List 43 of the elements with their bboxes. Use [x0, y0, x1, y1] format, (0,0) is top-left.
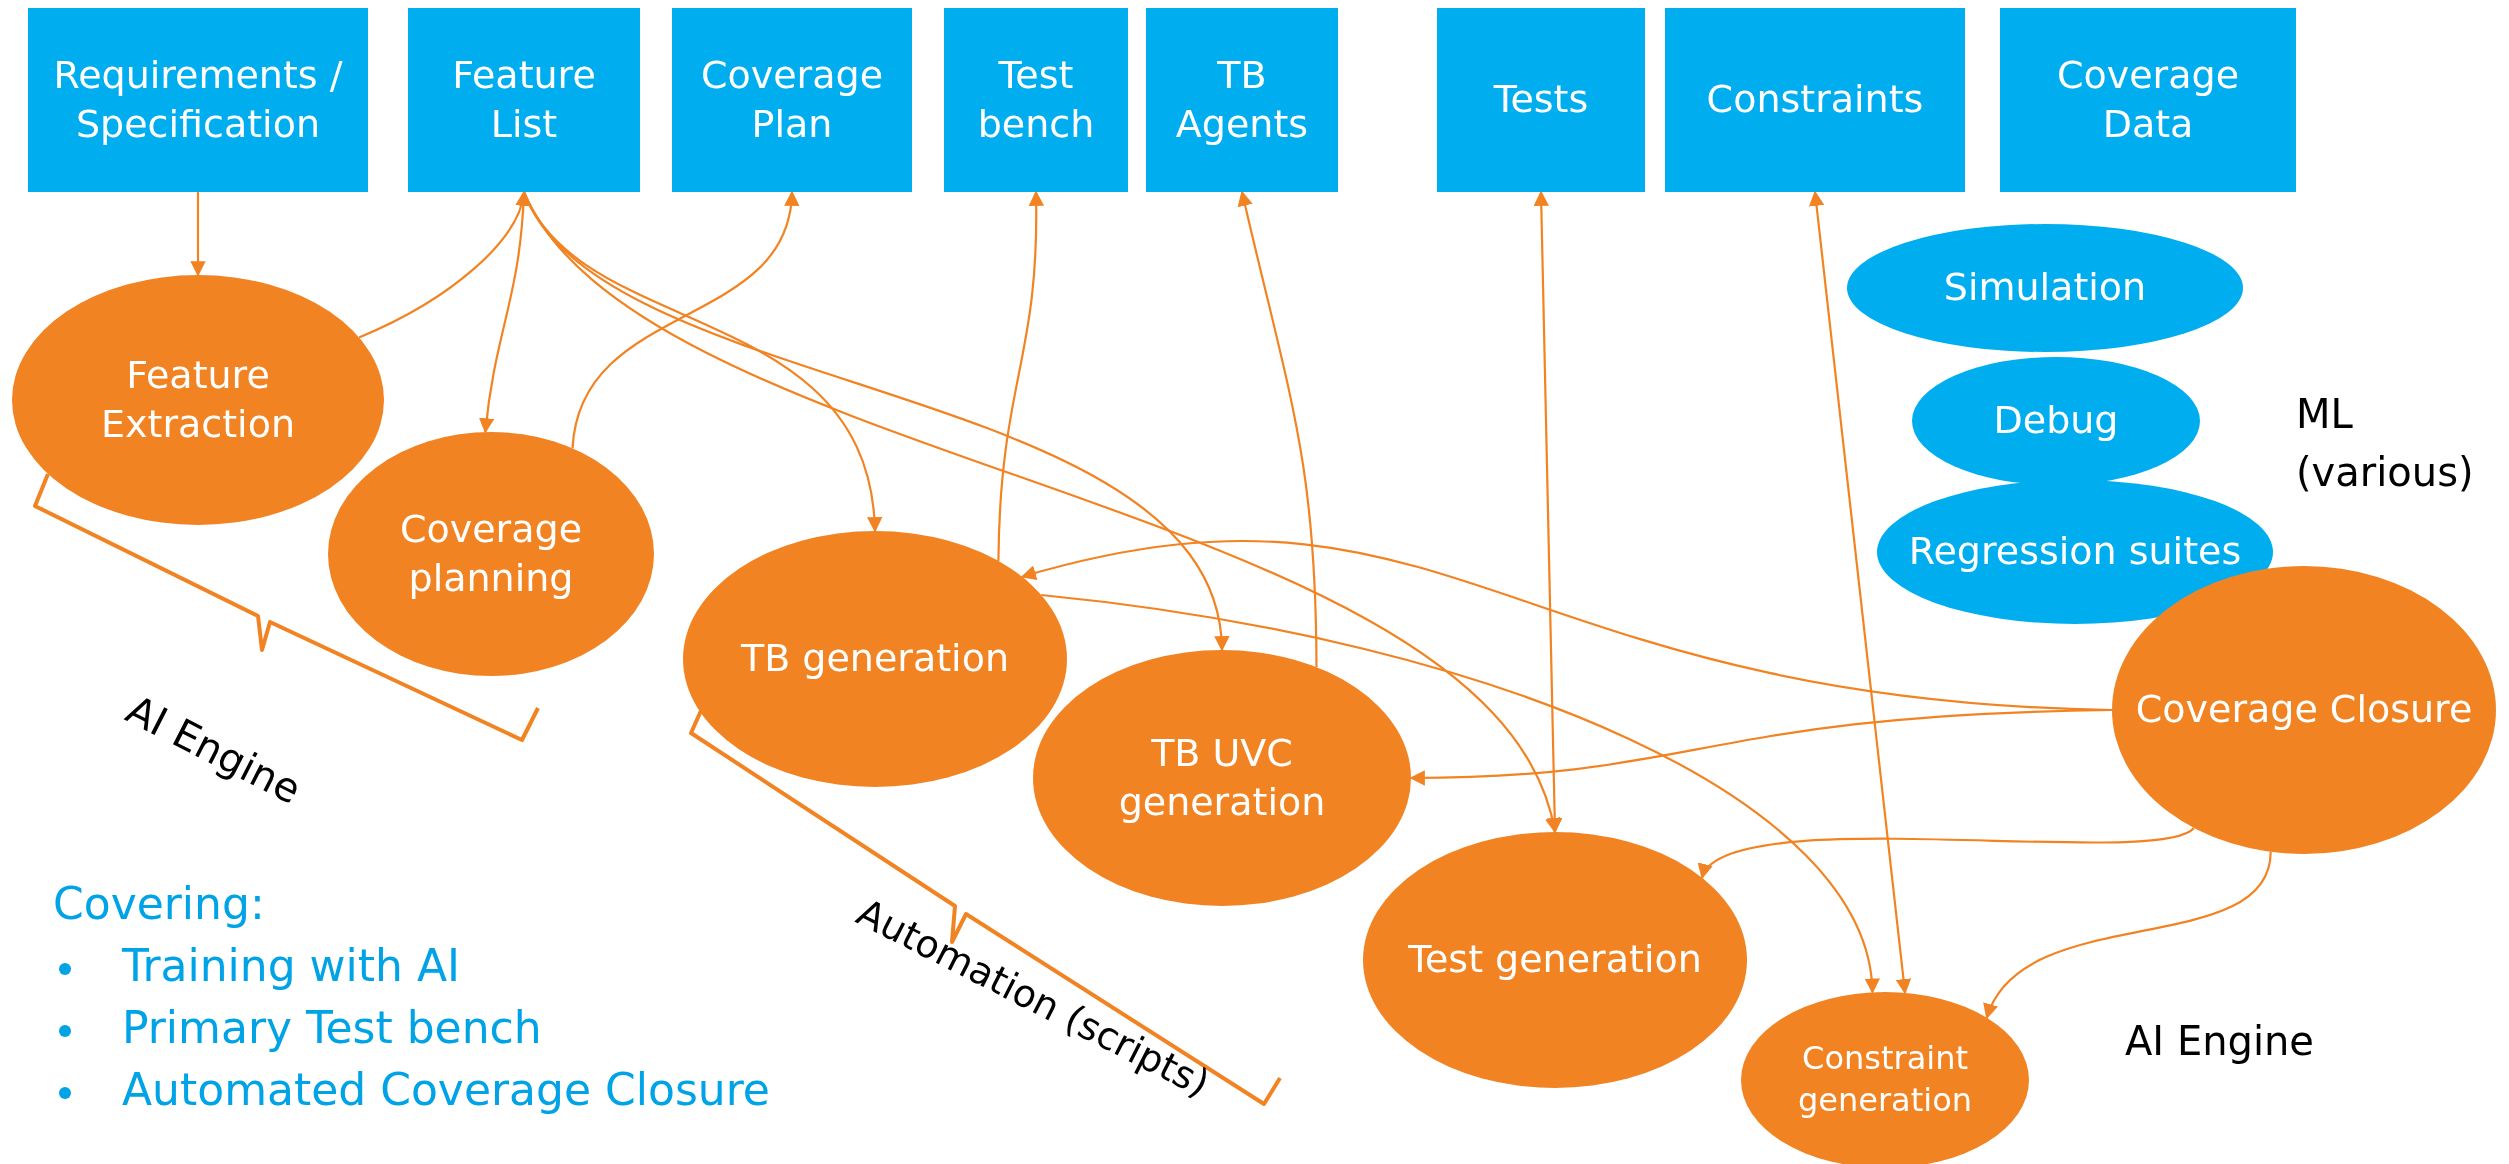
connector-arrow — [190, 192, 206, 277]
connector-arrow — [1808, 190, 1912, 995]
node-label: Coverage planning — [398, 505, 584, 602]
node-label: TB UVC generation — [1117, 729, 1327, 826]
connector-arrow — [1237, 190, 1318, 668]
node-label: Coverage Closure — [2135, 686, 2473, 734]
node-label: TB Agents — [1174, 51, 1310, 148]
node-label: Test generation — [1408, 936, 1702, 984]
list-item: Automated Coverage Closure — [122, 1064, 770, 1115]
connector-arrow — [358, 190, 529, 339]
node-label: Constraints — [1706, 76, 1924, 124]
node-label: Tests — [1493, 76, 1589, 124]
connector-arrow — [997, 190, 1044, 561]
connector-arrow — [571, 190, 798, 449]
artifact-box — [408, 8, 640, 192]
connector-arrow — [1985, 851, 2272, 1020]
group-label: ML (various) — [2296, 390, 2475, 497]
connector-arrow — [479, 191, 526, 434]
node-label: Debug — [1993, 397, 2119, 445]
artifact-box — [944, 8, 1128, 192]
node-label: Test bench — [976, 51, 1096, 148]
node-label: TB generation — [741, 635, 1009, 683]
artifact-box — [28, 8, 368, 192]
artifact-box — [1437, 8, 1645, 192]
node-label: Regression suites — [1908, 528, 2242, 576]
node-label: Coverage Plan — [699, 51, 885, 148]
node-label: Coverage Data — [2055, 51, 2241, 148]
connector-arrow — [1409, 708, 2113, 786]
node-label: Feature Extraction — [100, 351, 296, 448]
node-label: Simulation — [1943, 264, 2147, 312]
artifact-box — [2000, 8, 2296, 192]
artifact-box — [1665, 8, 1965, 192]
connector-arrow — [1041, 593, 1878, 994]
list-item: Training with AI — [122, 940, 460, 991]
list-item: Primary Test bench — [122, 1002, 542, 1053]
list-heading: Covering: — [53, 878, 265, 929]
artifact-box — [672, 8, 912, 192]
node-label: Constraint generation — [1797, 1038, 1973, 1121]
artifact-box — [1146, 8, 1338, 192]
node-label: Requirements / Specification — [52, 51, 344, 148]
node-label: Feature List — [451, 51, 597, 148]
connector-arrow — [1533, 190, 1563, 834]
group-label: AI Engine — [2125, 1018, 2314, 1064]
